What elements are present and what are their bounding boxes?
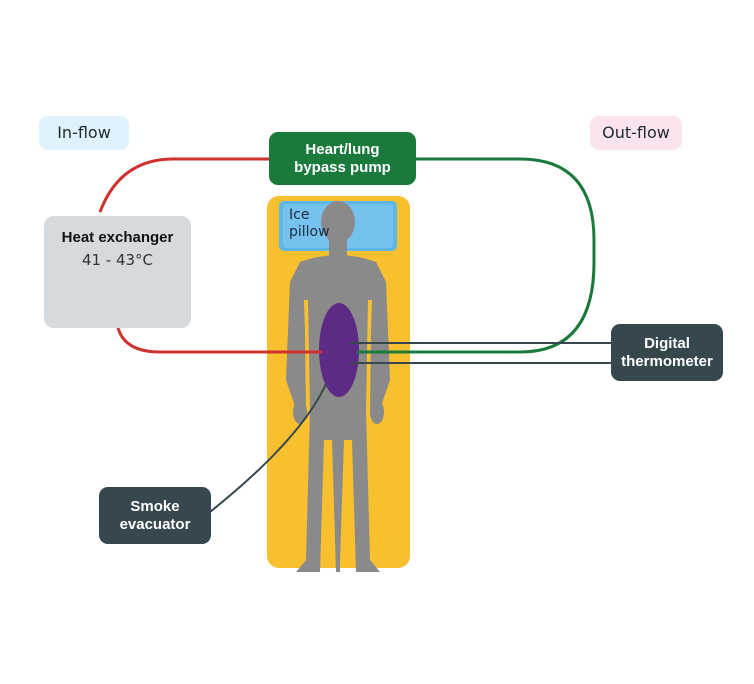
thermometer-probe-lines <box>350 342 612 364</box>
outflow-tag: Out-flow <box>590 116 682 150</box>
smoke-evacuator-line <box>209 383 327 513</box>
thermometer-label-line2: thermometer <box>621 352 713 370</box>
thermometer-label-line1: Digital <box>644 334 690 352</box>
bypass-pump-label-line1: Heart/lung <box>305 140 380 158</box>
smoke-evacuator-box: Smoke evacuator <box>99 487 211 544</box>
ice-pillow-label-line1: Ice <box>289 207 310 223</box>
digital-thermometer-box: Digital thermometer <box>611 324 723 381</box>
bypass-pump-box: Heart/lung bypass pump <box>269 132 416 185</box>
inflow-tube <box>98 157 322 354</box>
outflow-label: Out-flow <box>602 123 670 142</box>
ice-pillow-label-line2: pillow <box>289 224 330 240</box>
heat-exchanger-title: Heat exchanger <box>61 229 174 246</box>
inflow-label: In-flow <box>57 123 111 142</box>
inflow-tag: In-flow <box>39 116 129 150</box>
patient-body <box>286 201 390 572</box>
abdominal-cavity <box>319 303 359 397</box>
smoke-evacuator-label-line2: evacuator <box>119 515 191 533</box>
ice-pillow-label: Ice pillow <box>289 207 330 241</box>
outflow-tube <box>357 157 596 354</box>
bypass-pump-label-line2: bypass pump <box>294 158 391 176</box>
smoke-evacuator-label-line1: Smoke <box>130 497 180 515</box>
heat-exchanger-box: Heat exchanger 41 - 43°C <box>44 216 191 328</box>
temperature-range: 41 - 43°C <box>81 251 154 269</box>
